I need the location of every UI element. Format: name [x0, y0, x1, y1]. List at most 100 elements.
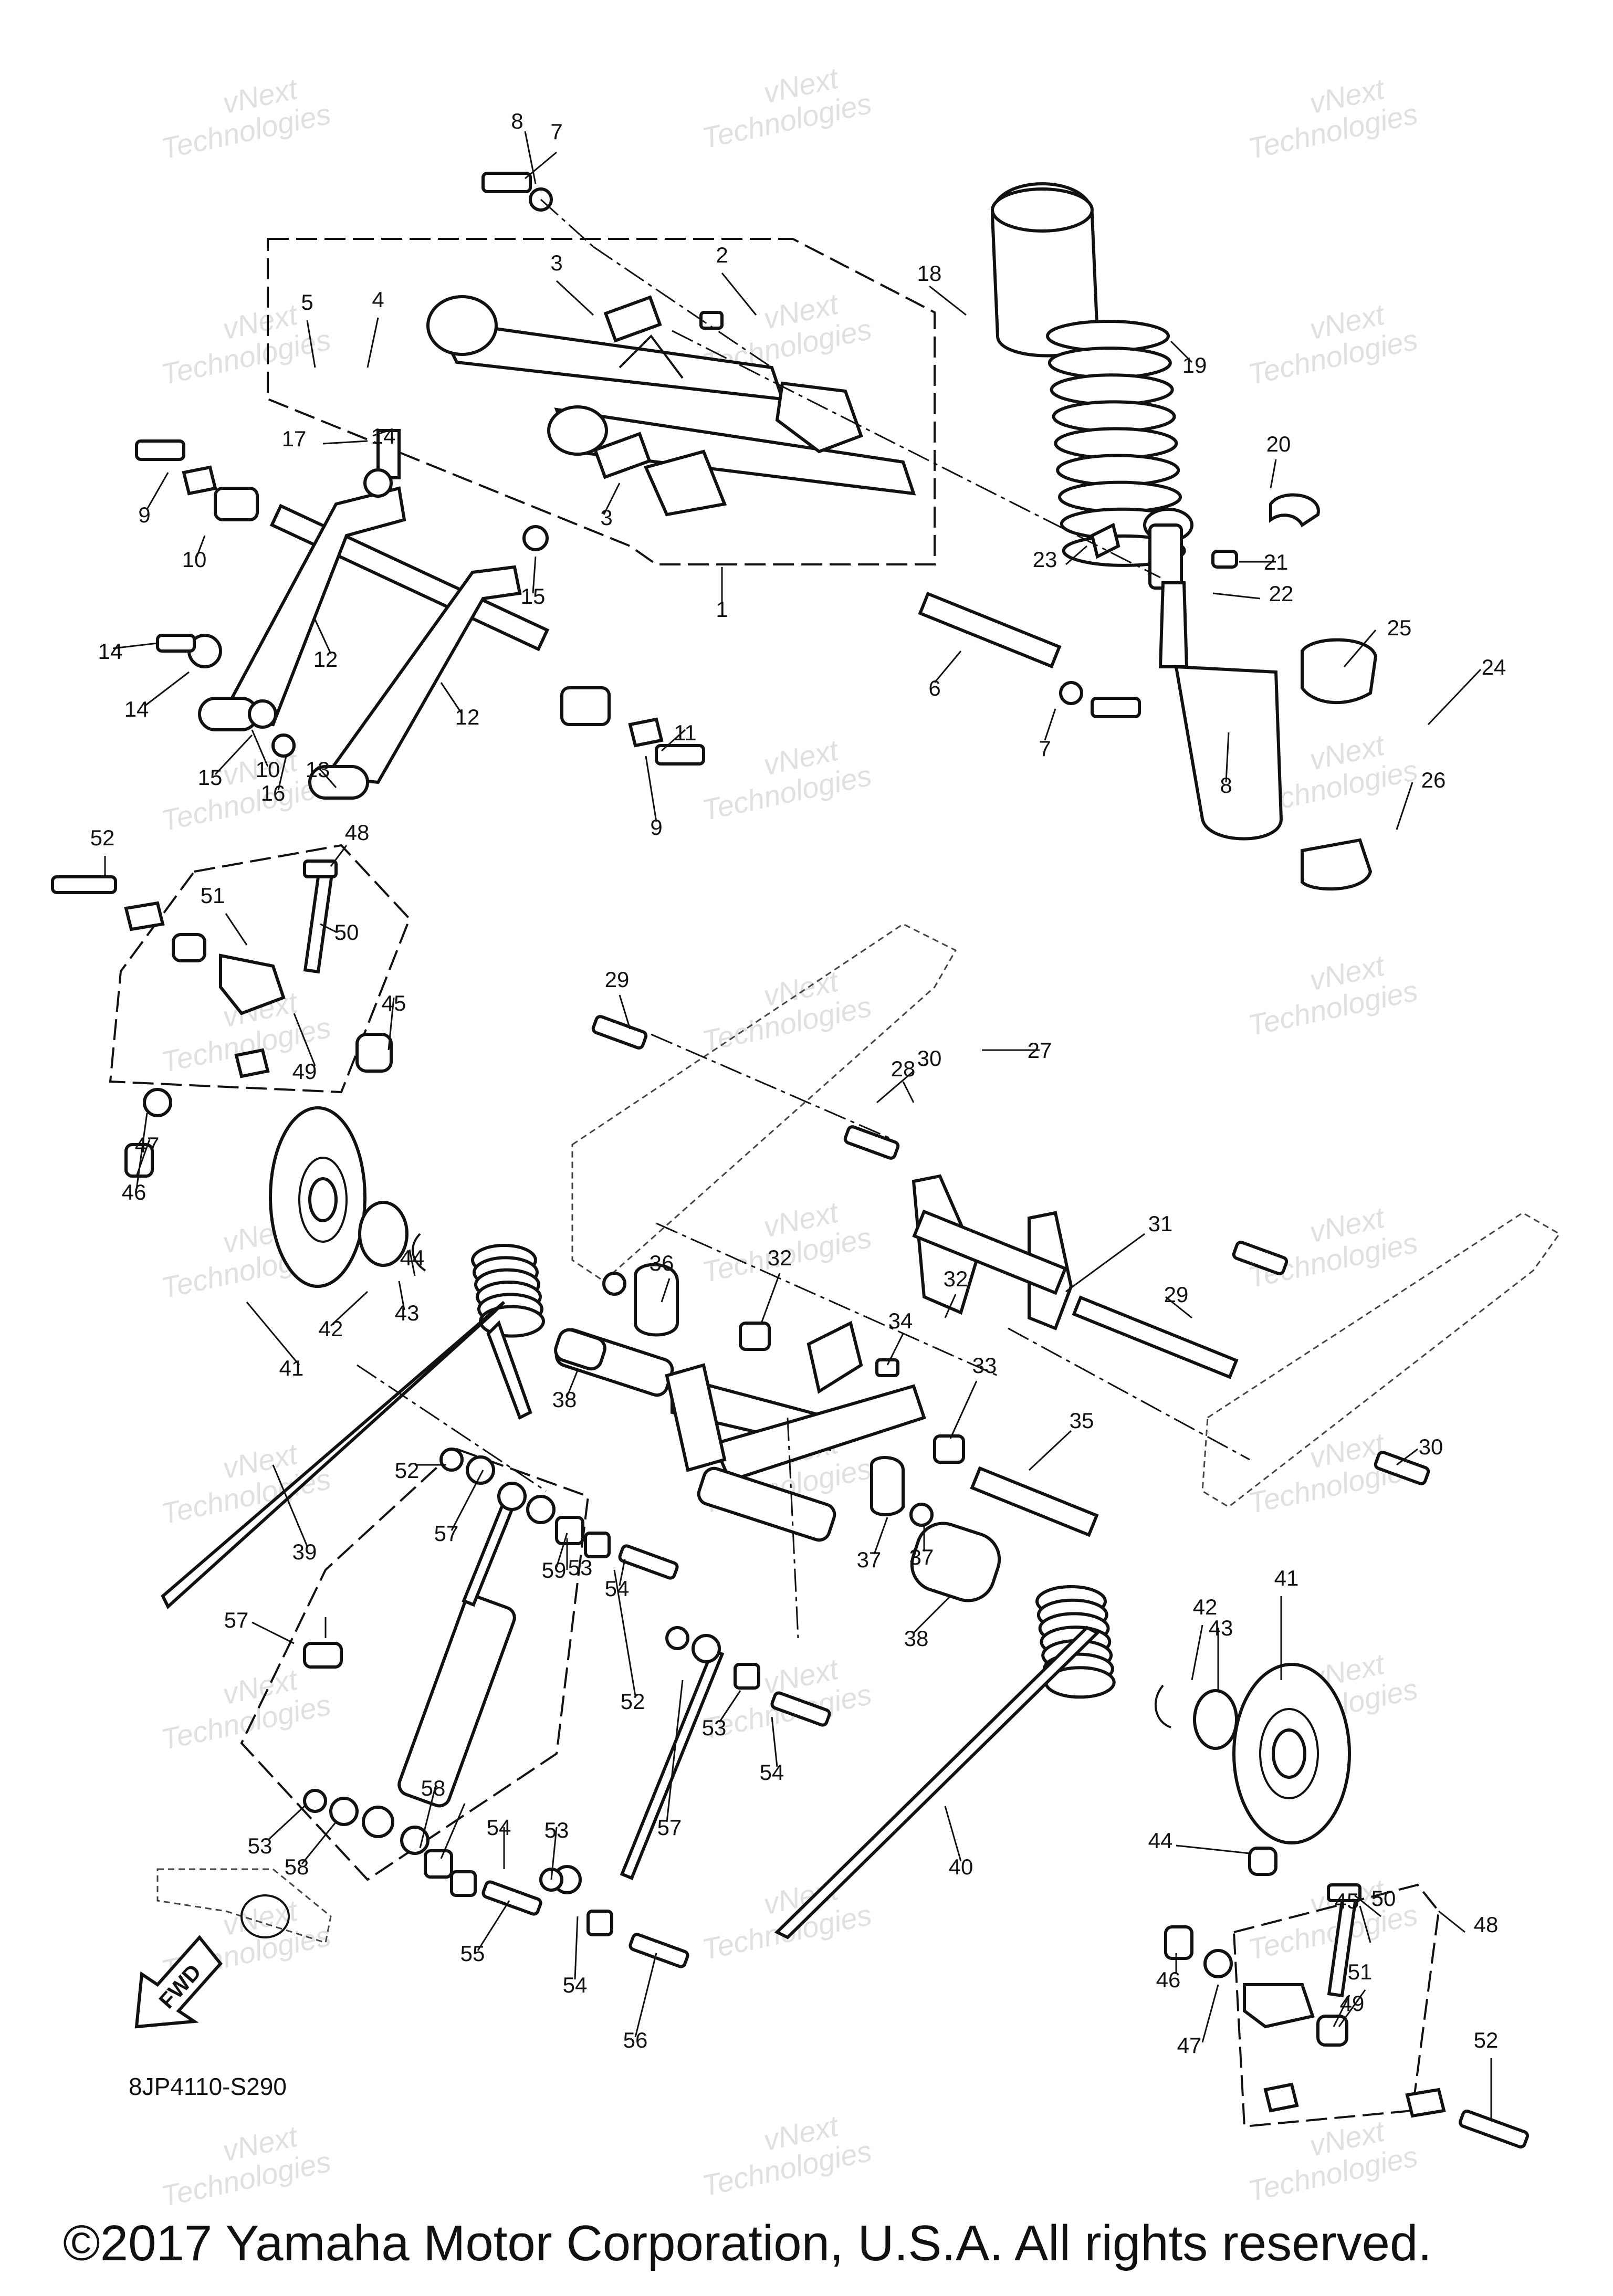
leader-line — [619, 1559, 626, 1586]
leader-line — [451, 1470, 484, 1531]
callout-55: 55 — [460, 1941, 485, 1966]
callout-47: 47 — [1177, 2033, 1202, 2058]
leader-line — [771, 1716, 778, 1767]
front-bracket-outline — [156, 1868, 332, 1944]
copyright-notice: ©2017 Yamaha Motor Corporation, U.S.A. A… — [63, 2215, 1432, 2271]
shaft-6 — [918, 591, 1062, 669]
callout-5: 5 — [301, 290, 313, 314]
leader-line — [524, 131, 537, 184]
leader-line — [886, 1333, 904, 1366]
leader-line — [949, 1380, 978, 1439]
leader-line — [1165, 1296, 1192, 1319]
leader-line — [1212, 592, 1261, 600]
callout-20: 20 — [1266, 432, 1291, 456]
leader-line — [135, 1113, 148, 1190]
callout-7: 7 — [1039, 736, 1051, 761]
callout-40: 40 — [949, 1854, 973, 1879]
axis-guide — [672, 330, 1161, 579]
callout-35: 35 — [1070, 1408, 1094, 1433]
leader-line — [603, 483, 621, 515]
leader-line — [760, 1273, 781, 1324]
callout-33: 33 — [972, 1353, 997, 1378]
callout-7: 7 — [550, 119, 562, 144]
callout-12: 12 — [455, 705, 480, 729]
callout-14: 14 — [124, 697, 149, 721]
callout-12: 12 — [313, 647, 338, 672]
leader-line — [929, 285, 967, 316]
leader-line — [1396, 1448, 1418, 1466]
callout-25: 25 — [1387, 615, 1412, 640]
diagram-code: 8JP4110-S290 — [129, 2073, 287, 2100]
callout-21: 21 — [1264, 550, 1289, 574]
leader-line — [330, 845, 348, 867]
spring-coil — [1054, 427, 1178, 460]
callout-50: 50 — [334, 920, 359, 945]
leader-line — [944, 1294, 957, 1318]
leader-line — [556, 280, 594, 316]
lower-shock-and-rod — [303, 1482, 725, 1894]
leader-line — [645, 756, 657, 822]
callout-3: 3 — [600, 505, 612, 530]
callout-9: 9 — [138, 502, 150, 527]
lower-arm-31 — [554, 1320, 926, 1542]
callout-51: 51 — [1348, 1959, 1373, 1984]
spring-coil — [1046, 320, 1170, 352]
leader-line — [1028, 1430, 1072, 1471]
leader-line — [666, 1680, 684, 1822]
leader-line — [556, 1533, 568, 1568]
leader-line — [1191, 1624, 1203, 1681]
callout-22: 22 — [1269, 581, 1294, 606]
callout-26: 26 — [1421, 768, 1446, 792]
callout-38: 38 — [552, 1387, 577, 1412]
callout-44: 44 — [1148, 1828, 1173, 1853]
spring-coil — [1056, 454, 1180, 487]
callout-58: 58 — [421, 1776, 446, 1800]
callout-8: 8 — [511, 109, 523, 133]
callout-59: 59 — [542, 1558, 567, 1582]
leader-line — [366, 317, 379, 368]
callout-32: 32 — [944, 1266, 968, 1291]
callout-52: 52 — [395, 1458, 420, 1483]
leader-line — [419, 1785, 437, 1849]
collars-and-bushings — [554, 1263, 1099, 1602]
callout-53: 53 — [702, 1715, 727, 1740]
leader-line — [1359, 1905, 1371, 1943]
leader-line — [1396, 782, 1413, 830]
leader-line — [272, 1464, 308, 1547]
right-pivot-group-frame — [1232, 1883, 1440, 2128]
chassis-rail-outline — [571, 923, 1561, 1508]
left-pivot-group-frame — [109, 844, 411, 1094]
leader-line — [135, 1139, 151, 1177]
callout-37: 37 — [857, 1547, 882, 1572]
callout-46: 46 — [122, 1180, 146, 1204]
callout-34: 34 — [888, 1308, 913, 1333]
axis-guide — [357, 1364, 547, 1492]
leader-line — [277, 756, 287, 791]
callout-18: 18 — [917, 261, 942, 286]
callout-17: 17 — [282, 426, 307, 451]
leader-line — [306, 320, 316, 368]
callout-54: 54 — [760, 1760, 784, 1785]
leader-line — [634, 1953, 657, 2038]
callout-48: 48 — [345, 820, 370, 845]
callout-13: 13 — [306, 757, 330, 782]
leader-line — [1201, 1984, 1219, 2043]
leader-line — [314, 619, 332, 654]
axis-guide — [651, 1033, 893, 1140]
callout-50: 50 — [1371, 1886, 1396, 1911]
axis-guide — [656, 1222, 998, 1377]
callout-54: 54 — [605, 1576, 630, 1601]
leader-line — [146, 472, 169, 510]
cross-rod-and-brackets — [182, 465, 664, 800]
callout-54: 54 — [487, 1815, 511, 1840]
leader-line — [613, 1569, 636, 1696]
callout-42: 42 — [1193, 1595, 1218, 1619]
callout-16: 16 — [261, 781, 286, 805]
rear-shock-absorber — [990, 182, 1378, 891]
callout-3: 3 — [550, 250, 562, 275]
callout-24: 24 — [1482, 655, 1506, 679]
callout-19: 19 — [1182, 353, 1207, 378]
callout-41: 41 — [1274, 1566, 1299, 1590]
callout-49: 49 — [292, 1059, 317, 1084]
